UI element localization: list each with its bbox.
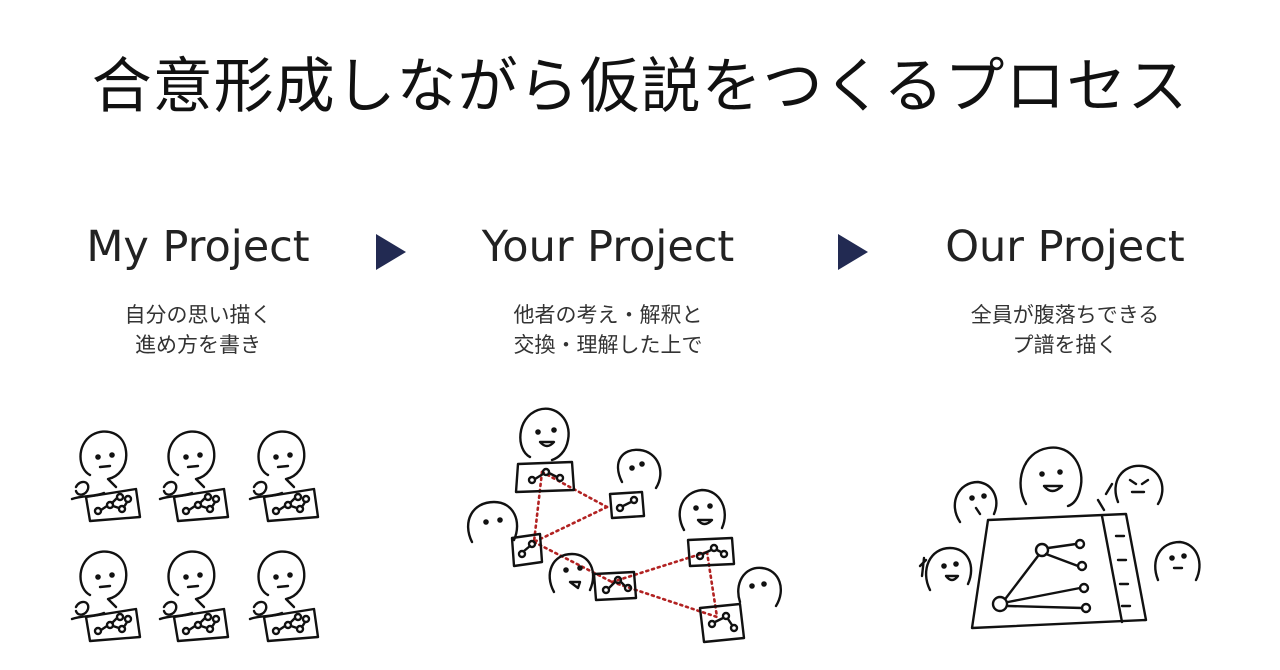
play-arrow-icon	[376, 234, 406, 270]
my-project-illustration	[70, 430, 320, 643]
our-project-illustration	[918, 446, 1201, 630]
step-description-line: 自分の思い描く	[124, 303, 272, 327]
step-description-line: 進め方を書き	[135, 333, 261, 357]
step-description-your-project: 他者の考え・解釈と 交換・理解した上で	[428, 300, 788, 360]
your-project-illustration	[467, 407, 782, 644]
step-heading-your-project: Your Project	[481, 222, 735, 272]
step-description-line: 交換・理解した上で	[513, 333, 703, 357]
step-description-line: プ譜を描く	[1012, 333, 1118, 357]
step-heading-our-project: Our Project	[945, 222, 1185, 272]
play-arrow-icon	[838, 234, 868, 270]
step-description-line: 全員が腹落ちできる	[970, 303, 1160, 327]
page-title: 合意形成しながら仮説をつくるプロセス	[91, 52, 1189, 122]
step-heading-my-project: My Project	[86, 222, 310, 272]
step-description-our-project: 全員が腹落ちできる プ譜を描く	[885, 300, 1245, 360]
step-description-my-project: 自分の思い描く 進め方を書き	[18, 300, 378, 360]
step-description-line: 他者の考え・解釈と	[513, 303, 703, 327]
